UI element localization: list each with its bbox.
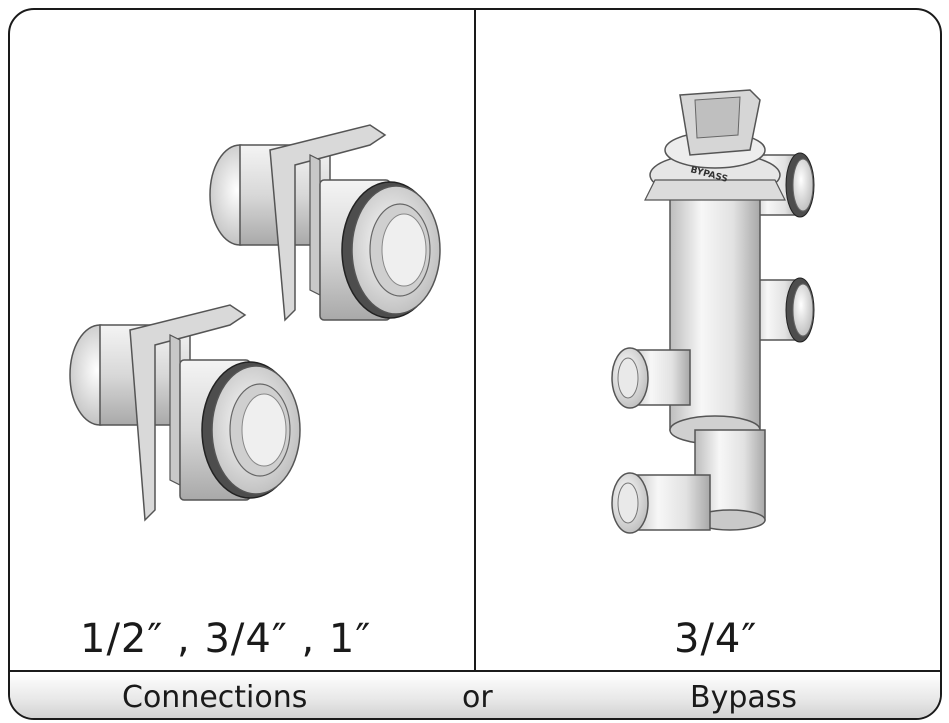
footer-band: Connections or Bypass (10, 670, 940, 718)
footer-or-label: or (462, 680, 493, 715)
fitting-lower (69, 304, 301, 522)
fitting-upper (209, 124, 441, 322)
footer-bypass-label: Bypass (690, 680, 798, 715)
connections-size-caption: 1/2″ , 3/4″ , 1″ (80, 616, 372, 662)
bypass-size-caption: 3/4″ (674, 616, 758, 662)
illustration-frame: 1/2″ , 3/4″ , 1″ (8, 8, 942, 720)
connection-fittings-illustration (69, 124, 441, 522)
footer-connections-label: Connections (122, 680, 308, 715)
bypass-valve-illustration: BYPASS (611, 89, 815, 534)
panel-divider (474, 10, 476, 670)
